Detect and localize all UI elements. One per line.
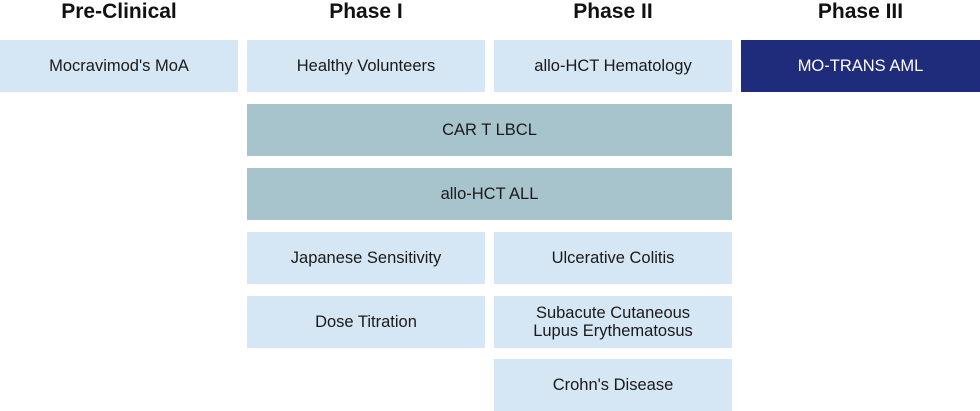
header-phase-1: Phase I: [329, 0, 403, 23]
program-label: Crohn's Disease: [552, 376, 674, 394]
program-allo-hct-all: allo-HCT ALL: [247, 168, 732, 220]
program-label-line-1: Subacute Cutaneous: [535, 304, 691, 322]
program-label: MO-TRANS AML: [797, 57, 924, 75]
program-crohns-disease: Crohn's Disease: [494, 359, 732, 411]
program-label: Japanese Sensitivity: [290, 249, 442, 267]
header-phase-2: Phase II: [573, 0, 653, 23]
program-label: Dose Titration: [315, 313, 417, 331]
program-healthy-volunteers: Healthy Volunteers: [247, 40, 485, 92]
program-allo-hct-hematology: allo-HCT Hematology: [494, 40, 732, 92]
program-mocravimod-moa: Mocravimod's MoA: [0, 40, 238, 92]
program-car-t-lbcl: CAR T LBCL: [247, 104, 732, 156]
program-label: Healthy Volunteers: [296, 57, 436, 75]
program-japanese-sensitivity: Japanese Sensitivity: [247, 232, 485, 284]
program-ulcerative-colitis: Ulcerative Colitis: [494, 232, 732, 284]
program-dose-titration: Dose Titration: [247, 296, 485, 348]
header-preclinical: Pre-Clinical: [61, 0, 177, 23]
program-label-line-2: Lupus Erythematosus: [533, 322, 693, 340]
program-label: allo-HCT ALL: [440, 185, 539, 203]
program-label: Ulcerative Colitis: [551, 249, 675, 267]
program-label: CAR T LBCL: [442, 121, 537, 139]
program-subacute-cutaneous-lupus: Subacute Cutaneous Lupus Erythematosus: [494, 296, 732, 348]
header-phase-3: Phase III: [817, 0, 904, 23]
program-label: Mocravimod's MoA: [49, 57, 189, 75]
program-label: allo-HCT Hematology: [534, 57, 692, 75]
program-mo-trans-aml: MO-TRANS AML: [741, 40, 980, 92]
